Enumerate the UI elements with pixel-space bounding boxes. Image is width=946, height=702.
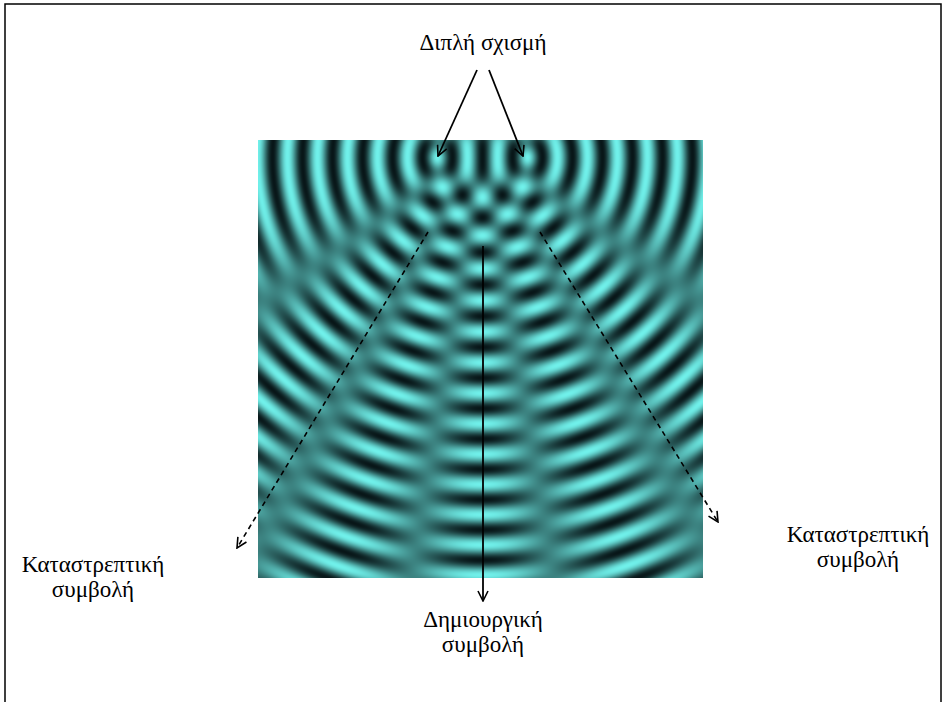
slit-pointer xyxy=(438,70,477,156)
destructive-label: Καταστρεπτική συμβολή xyxy=(8,552,178,603)
destructive-direction xyxy=(540,232,718,522)
interference-pattern xyxy=(258,140,703,578)
frame xyxy=(5,4,941,702)
destructive-label: Καταστρεπτική συμβολή xyxy=(778,522,938,573)
destructive-direction xyxy=(237,232,428,548)
slit-label: Διπλή σχισμή xyxy=(333,30,633,55)
constructive-direction xyxy=(482,246,484,601)
constructive-label: Δημιουργική συμβολή xyxy=(398,607,568,658)
slit-pointer xyxy=(489,70,523,156)
